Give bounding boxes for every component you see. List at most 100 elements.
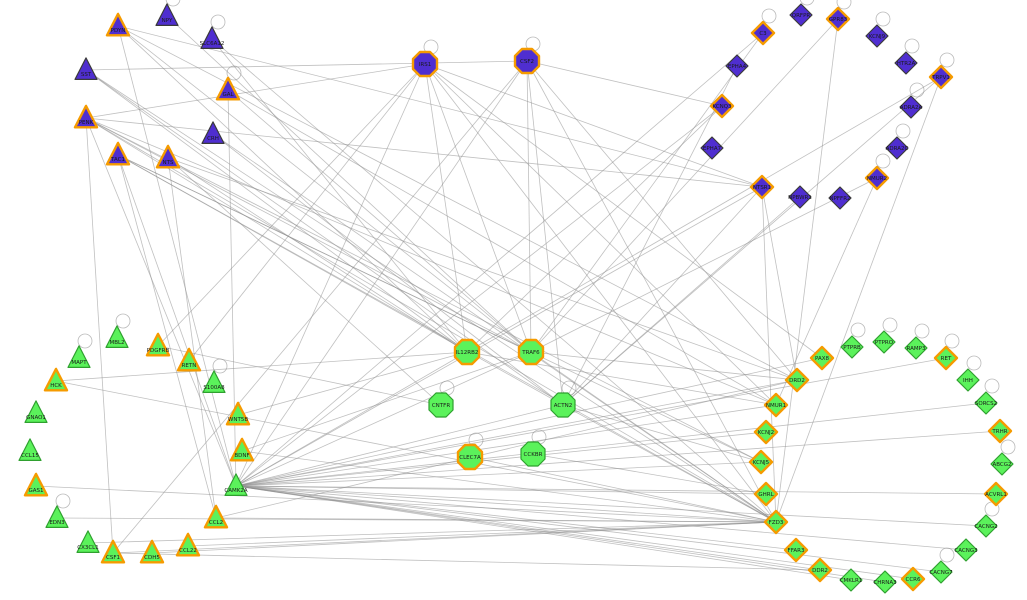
triangle-shape[interactable] bbox=[139, 539, 165, 564]
triangle-shape[interactable] bbox=[202, 370, 226, 393]
node-mbl2[interactable]: MBL2 bbox=[105, 325, 129, 348]
node-ramp3[interactable]: RAMP3 bbox=[904, 336, 928, 360]
diamond-shape[interactable] bbox=[885, 136, 909, 160]
diamond-shape[interactable] bbox=[987, 418, 1013, 444]
octagon-shape[interactable] bbox=[453, 338, 481, 366]
triangle-shape[interactable] bbox=[43, 367, 69, 392]
octagon-shape[interactable] bbox=[428, 392, 454, 418]
triangle-shape[interactable] bbox=[24, 400, 48, 423]
triangle-shape[interactable] bbox=[201, 121, 225, 144]
octagon-shape[interactable] bbox=[520, 441, 546, 467]
node-traf6[interactable]: TRAF6 bbox=[517, 338, 545, 366]
diamond-shape[interactable] bbox=[750, 20, 776, 46]
node-ret[interactable]: RET bbox=[933, 345, 959, 371]
diamond-shape[interactable] bbox=[753, 419, 779, 445]
octagon-shape[interactable] bbox=[411, 50, 439, 78]
node-trhr[interactable]: TRHR bbox=[987, 418, 1013, 444]
node-cacng3[interactable]: CACNG3 bbox=[954, 538, 978, 562]
octagon-shape[interactable] bbox=[517, 338, 545, 366]
diamond-shape[interactable] bbox=[725, 54, 749, 78]
triangle-shape[interactable] bbox=[203, 504, 229, 529]
triangle-shape[interactable] bbox=[105, 12, 131, 37]
triangle-shape[interactable] bbox=[224, 473, 248, 496]
diamond-shape[interactable] bbox=[700, 136, 724, 160]
node-kcnj5[interactable]: KCNJ5 bbox=[748, 449, 774, 475]
diamond-shape[interactable] bbox=[929, 560, 953, 584]
triangle-shape[interactable] bbox=[155, 144, 181, 169]
triangle-shape[interactable] bbox=[100, 539, 126, 564]
node-c3[interactable]: C3 bbox=[750, 20, 776, 46]
diamond-shape[interactable] bbox=[894, 51, 918, 75]
node-ghrl[interactable]: GHRL bbox=[753, 481, 779, 507]
node-gpr83[interactable]: GPR83 bbox=[825, 6, 851, 32]
diamond-shape[interactable] bbox=[873, 570, 897, 594]
diamond-shape[interactable] bbox=[807, 557, 833, 583]
node-acvrl1[interactable]: ACVRL1 bbox=[983, 481, 1009, 507]
node-adra2c[interactable]: ADRA2C bbox=[885, 136, 909, 160]
node-csf2[interactable]: CSF2 bbox=[513, 47, 541, 75]
node-ccl15[interactable]: CCL15 bbox=[18, 438, 42, 461]
node-irs1[interactable]: IRS1 bbox=[411, 50, 439, 78]
diamond-shape[interactable] bbox=[809, 345, 835, 371]
triangle-shape[interactable] bbox=[18, 438, 42, 461]
octagon-shape[interactable] bbox=[550, 392, 576, 418]
node-ptpro[interactable]: PTPRO bbox=[872, 330, 896, 354]
triangle-shape[interactable] bbox=[155, 3, 179, 26]
node-cmklr1[interactable]: CMKLR1 bbox=[839, 568, 863, 592]
triangle-shape[interactable] bbox=[105, 325, 129, 348]
node-htr2a[interactable]: HTR2A bbox=[894, 51, 918, 75]
node-epha7[interactable]: EPHA7 bbox=[700, 136, 724, 160]
diamond-shape[interactable] bbox=[872, 330, 896, 354]
triangle-shape[interactable] bbox=[215, 76, 241, 101]
diamond-shape[interactable] bbox=[928, 64, 954, 90]
node-kcnj2[interactable]: KCNJ2 bbox=[753, 419, 779, 445]
node-slc6a12[interactable]: SLC6A12 bbox=[200, 26, 225, 49]
triangle-shape[interactable] bbox=[145, 332, 171, 357]
node-kcnj9[interactable]: KCNJ9 bbox=[865, 24, 889, 48]
node-ccl2[interactable]: CCL2 bbox=[203, 504, 229, 529]
diamond-shape[interactable] bbox=[753, 481, 779, 507]
triangle-shape[interactable] bbox=[23, 472, 49, 497]
node-pdyn[interactable]: PDYN bbox=[105, 12, 131, 37]
diamond-shape[interactable] bbox=[784, 367, 810, 393]
node-crh[interactable]: CRH bbox=[201, 121, 225, 144]
diamond-shape[interactable] bbox=[974, 514, 998, 538]
node-gal[interactable]: GAL bbox=[215, 76, 241, 101]
diamond-shape[interactable] bbox=[840, 335, 864, 359]
diamond-shape[interactable] bbox=[828, 186, 852, 210]
node-cx3cl1[interactable]: CX3CL1 bbox=[76, 530, 100, 553]
triangle-shape[interactable] bbox=[67, 345, 91, 368]
node-ihh[interactable]: IHH bbox=[956, 368, 980, 392]
triangle-shape[interactable] bbox=[229, 437, 255, 462]
node-ntsr1[interactable]: NTSR1 bbox=[749, 174, 775, 200]
node-edn3[interactable]: EDN3 bbox=[45, 505, 69, 528]
node-sst[interactable]: SST bbox=[74, 57, 98, 80]
node-cacng7[interactable]: CACNG7 bbox=[929, 560, 953, 584]
diamond-shape[interactable] bbox=[763, 509, 789, 535]
node-ccl22[interactable]: CCL22 bbox=[175, 532, 201, 557]
diamond-shape[interactable] bbox=[899, 95, 923, 119]
node-ddr2[interactable]: DDR2 bbox=[807, 557, 833, 583]
node-ptprb[interactable]: PTPRB bbox=[840, 335, 864, 359]
diamond-shape[interactable] bbox=[749, 174, 775, 200]
diamond-shape[interactable] bbox=[763, 392, 789, 418]
node-actn2[interactable]: ACTN2 bbox=[550, 392, 576, 418]
node-ccr6[interactable]: CCR6 bbox=[900, 566, 926, 592]
node-sorcs2[interactable]: SORCS2 bbox=[974, 391, 998, 415]
node-nmur2[interactable]: NMUR2 bbox=[864, 165, 890, 191]
triangle-shape[interactable] bbox=[225, 401, 251, 426]
node-mapt[interactable]: MAPT bbox=[67, 345, 91, 368]
node-cacng2[interactable]: CACNG2 bbox=[974, 514, 998, 538]
node-ffar3[interactable]: FFAR3 bbox=[783, 537, 809, 563]
node-s100a8[interactable]: S100A8 bbox=[202, 370, 226, 393]
node-npffr2[interactable]: NPFFR2 bbox=[828, 186, 852, 210]
triangle-shape[interactable] bbox=[200, 26, 224, 49]
diamond-shape[interactable] bbox=[839, 568, 863, 592]
diamond-shape[interactable] bbox=[783, 537, 809, 563]
node-gnao1[interactable]: GNAO1 bbox=[24, 400, 48, 423]
node-abcg2[interactable]: ABCG2 bbox=[990, 452, 1014, 476]
node-cckbr[interactable]: CCKBR bbox=[520, 441, 546, 467]
triangle-shape[interactable] bbox=[76, 530, 100, 553]
triangle-shape[interactable] bbox=[175, 532, 201, 557]
